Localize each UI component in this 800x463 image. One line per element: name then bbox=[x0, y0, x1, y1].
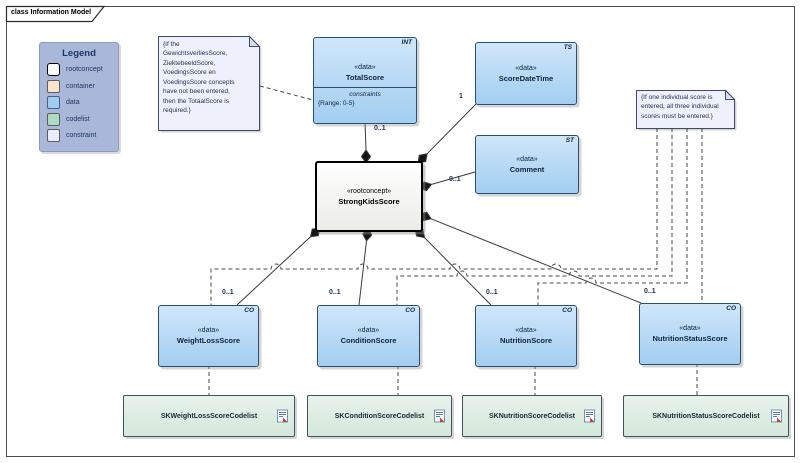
legend-item-constraint: constraint bbox=[47, 129, 118, 142]
codelist-name: SKNutritionStatusScoreCodelist bbox=[652, 412, 760, 420]
type-tag: CO bbox=[562, 307, 572, 314]
multiplicity-weight-loss-score: 0..1 bbox=[222, 289, 234, 296]
data-swatch bbox=[47, 96, 60, 109]
legend-item-data: data bbox=[47, 96, 118, 109]
codelist-sknutritionstatusscorecodelist[interactable]: SKNutritionStatusScoreCodelist bbox=[623, 395, 789, 437]
codelist-name: SKWeightLossScoreCodelist bbox=[160, 412, 258, 420]
class-score-date-time[interactable]: TS «data» ScoreDateTime bbox=[475, 42, 577, 105]
composition-nutritionstatusscore bbox=[418, 211, 642, 304]
composition-nutritionscore bbox=[414, 227, 492, 306]
class-weight-loss-score[interactable]: CO «data» WeightLossScore bbox=[158, 305, 259, 367]
document-icon bbox=[584, 409, 595, 423]
composition-scoredatetime bbox=[417, 102, 478, 164]
notelink-nutrition bbox=[537, 128, 688, 305]
document-icon bbox=[771, 409, 782, 423]
constraint-swatch bbox=[47, 129, 60, 142]
class-name: ScoreDateTime bbox=[498, 73, 554, 83]
type-tag: ST bbox=[565, 137, 574, 144]
class-name: WeightLossScore bbox=[176, 336, 241, 345]
multiplicity-comment: 0..1 bbox=[449, 176, 461, 183]
legend-item-label: codelist bbox=[66, 115, 90, 123]
container-swatch bbox=[47, 79, 60, 93]
notelink-condition bbox=[396, 128, 673, 305]
multiplicity-condition-score: 0..1 bbox=[329, 289, 341, 296]
rootconcept-swatch bbox=[47, 63, 60, 76]
notelink-weightloss bbox=[210, 128, 658, 305]
frame-tab-label: class Information Model bbox=[11, 9, 92, 16]
multiplicity-nutrition-score: 0..1 bbox=[486, 289, 498, 296]
class-condition-score[interactable]: CO «data» ConditionScore bbox=[317, 305, 420, 367]
note-totalscore-constraint[interactable]: {If the GewichtsverliesScore, Ziektebeel… bbox=[163, 41, 235, 114]
class-name: Comment bbox=[509, 164, 545, 174]
class-name: StrongKidsScore bbox=[338, 196, 400, 206]
document-icon bbox=[434, 409, 445, 423]
stereotype-label: «data» bbox=[354, 64, 376, 71]
constraints-compartment: constraints {Range: 0-5} bbox=[314, 87, 416, 107]
notelink-totalscore bbox=[259, 85, 314, 101]
document-icon bbox=[277, 409, 288, 423]
class-strong-kids-score[interactable]: «rootconcept» StrongKidsScore bbox=[315, 161, 423, 232]
stereotype-label: «data» bbox=[515, 327, 537, 334]
stereotype-label: «data» bbox=[197, 327, 220, 334]
composition-weightlossscore bbox=[236, 227, 321, 306]
codelist-skweightlossscorecodelist[interactable]: SKWeightLossScoreCodelist bbox=[123, 395, 295, 437]
class-name: NutritionStatusScore bbox=[652, 334, 728, 343]
type-tag: INT bbox=[401, 39, 412, 46]
note-individual-scores-constraint[interactable]: {If one individual score is entered, all… bbox=[641, 94, 719, 120]
note-individual-shape bbox=[636, 89, 737, 131]
class-nutrition-score[interactable]: CO «data» NutritionScore bbox=[475, 305, 577, 367]
legend-item-label: container bbox=[66, 82, 95, 90]
type-tag: CO bbox=[244, 307, 254, 314]
stereotype-label: «rootconcept» bbox=[346, 187, 392, 195]
compartment-title: constraints bbox=[349, 91, 381, 98]
composition-comment bbox=[418, 171, 476, 192]
type-tag: TS bbox=[563, 44, 572, 51]
legend-item-container: container bbox=[47, 79, 118, 93]
note-totalscore-shape bbox=[158, 35, 262, 133]
class-nutrition-status-score[interactable]: CO «data» NutritionStatusScore bbox=[639, 303, 741, 365]
composition-conditionscore bbox=[358, 227, 373, 306]
multiplicity-nutrition-status-score: 0..1 bbox=[644, 288, 656, 295]
stereotype-label: «data» bbox=[516, 155, 538, 163]
diagram-frame bbox=[5, 5, 795, 457]
legend-item-label: rootconcept bbox=[66, 66, 103, 73]
name-compartment: «data» TotalScore bbox=[314, 38, 416, 87]
multiplicity-score-date-time: 1 bbox=[459, 93, 463, 100]
type-tag: CO bbox=[405, 307, 415, 314]
stereotype-label: «data» bbox=[357, 327, 380, 334]
codelist-swatch bbox=[47, 112, 60, 126]
composition-totalscore bbox=[360, 121, 372, 164]
range-constraint: {Range: 0-5} bbox=[318, 100, 355, 107]
class-total-score[interactable]: INT «data» TotalScore constraints {Range… bbox=[313, 37, 417, 124]
class-name: NutritionScore bbox=[499, 336, 553, 345]
codelist-skconditionscorecodelist[interactable]: SKConditionScoreCodelist bbox=[307, 395, 452, 437]
class-name: ConditionScore bbox=[340, 336, 397, 345]
type-tag: CO bbox=[726, 305, 736, 312]
legend-panel[interactable]: Legend rootconcept container data codeli… bbox=[39, 42, 119, 152]
codelist-name: SKConditionScoreCodelist bbox=[334, 412, 425, 420]
stereotype-label: «data» bbox=[679, 325, 701, 332]
class-comment[interactable]: ST «data» Comment bbox=[475, 135, 579, 194]
legend-title: Legend bbox=[62, 48, 96, 59]
legend-item-label: data bbox=[66, 99, 80, 106]
codelist-sknutritionscorecodelist[interactable]: SKNutritionScoreCodelist bbox=[462, 395, 602, 437]
legend-item-codelist: codelist bbox=[47, 112, 118, 126]
legend-item-label: constraint bbox=[66, 132, 97, 139]
legend-item-rootconcept: rootconcept bbox=[47, 63, 118, 76]
multiplicity-total-score: 0..1 bbox=[374, 125, 386, 132]
stereotype-label: «data» bbox=[515, 64, 537, 72]
class-name: TotalScore bbox=[345, 73, 385, 82]
codelist-name: SKNutritionScoreCodelist bbox=[489, 412, 575, 420]
